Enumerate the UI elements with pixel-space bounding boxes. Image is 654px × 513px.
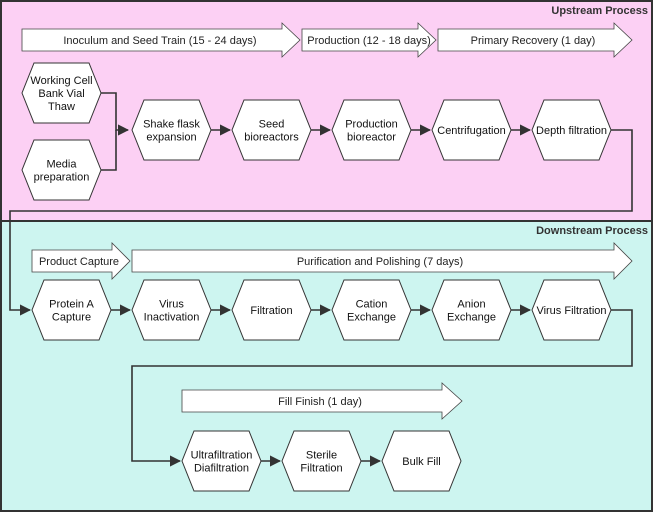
step-virus-inactivation-label: Virus [159,299,184,311]
step-virus-filtration-shape [531,279,612,341]
step-centrifugation: Centrifugation [431,99,512,161]
step-centrifugation-shape [431,99,512,161]
step-working-cell-bank-shape [21,62,102,124]
phase-purification-label: Purification and Polishing (7 days) [297,256,463,268]
step-sterile-filtration-shape [281,430,362,492]
step-virus-filtration: Virus Filtration [531,279,612,341]
step-production-bioreactor-label: bioreactor [347,132,396,144]
phase-fill-finish-label: Fill Finish (1 day) [278,396,362,408]
step-seed-bioreactors-shape [231,99,312,161]
step-virus-inactivation-shape [131,279,212,341]
step-centrifugation-label: Centrifugation [437,125,506,137]
step-cation-exchange-label: Cation [356,299,388,311]
step-working-cell-bank-label: Bank Vial [38,88,84,100]
phase-production: Production (12 - 18 days) [301,22,437,58]
step-bulk-fill-label: Bulk Fill [402,456,441,468]
step-depth-filtration-label: Depth filtration [536,125,607,137]
step-working-cell-bank-label: Thaw [48,101,75,113]
step-production-bioreactor-shape [331,99,412,161]
phase-product-capture: Product Capture [31,242,131,280]
phase-primary-recovery-label: Primary Recovery (1 day) [471,35,596,47]
step-seed-bioreactors-label: bioreactors [244,132,299,144]
phase-inoculum-label: Inoculum and Seed Train (15 - 24 days) [63,35,256,47]
step-bulk-fill-shape [381,430,462,492]
step-filtration: Filtration [231,279,312,341]
connector-depth-to-proteina [9,129,633,316]
step-virus-filtration-label: Virus Filtration [536,305,606,317]
step-cation-exchange-shape [331,279,412,341]
step-protein-a-capture-label: Protein A [49,299,94,311]
step-working-cell-bank-label: Working Cell [30,75,92,87]
step-ultrafiltration-diafiltration-shape [181,430,262,492]
step-anion-exchange-shape [431,279,512,341]
downstream-title: Downstream Process [536,225,648,237]
step-sterile-filtration-label: Sterile [306,450,337,462]
step-filtration-label: Filtration [250,305,292,317]
step-anion-exchange-label: Exchange [447,312,496,324]
step-ultrafiltration-diafiltration-label: Diafiltration [194,463,249,475]
step-filtration-shape [231,279,312,341]
step-protein-a-capture-shape [31,279,112,341]
step-media-preparation-label: preparation [34,172,90,184]
phase-inoculum: Inoculum and Seed Train (15 - 24 days) [21,22,301,58]
phase-purification: Purification and Polishing (7 days) [131,242,633,280]
step-shake-flask-expansion-label: expansion [146,132,196,144]
step-bulk-fill: Bulk Fill [381,430,462,492]
phase-primary-recovery: Primary Recovery (1 day) [437,22,633,58]
upstream-title: Upstream Process [551,5,648,17]
connector-media-to-shakeflask [101,130,117,171]
step-anion-exchange-label: Anion [457,299,485,311]
step-media-preparation-label: Media [47,159,78,171]
step-shake-flask-expansion-shape [131,99,212,161]
step-seed-bioreactors-label: Seed [259,119,285,131]
phase-fill-finish: Fill Finish (1 day) [181,382,463,420]
phase-product-capture-label: Product Capture [39,256,119,268]
step-shake-flask-expansion-label: Shake flask [143,119,200,131]
step-depth-filtration-shape [531,99,612,161]
phase-production-label: Production (12 - 18 days) [307,35,431,47]
connector-virus-filtration-to-ultrafiltration [131,309,633,467]
step-sterile-filtration-label: Filtration [300,463,342,475]
step-production-bioreactor-label: Production [345,119,398,131]
step-protein-a-capture-label: Capture [52,312,91,324]
step-ultrafiltration-diafiltration-label: Ultrafiltration [191,450,253,462]
step-virus-inactivation-label: Inactivation [144,312,200,324]
step-depth-filtration: Depth filtration [531,99,612,161]
connector-cellbank-to-shakeflask [101,92,130,136]
step-media-preparation-shape [21,139,102,201]
step-cation-exchange-label: Exchange [347,312,396,324]
